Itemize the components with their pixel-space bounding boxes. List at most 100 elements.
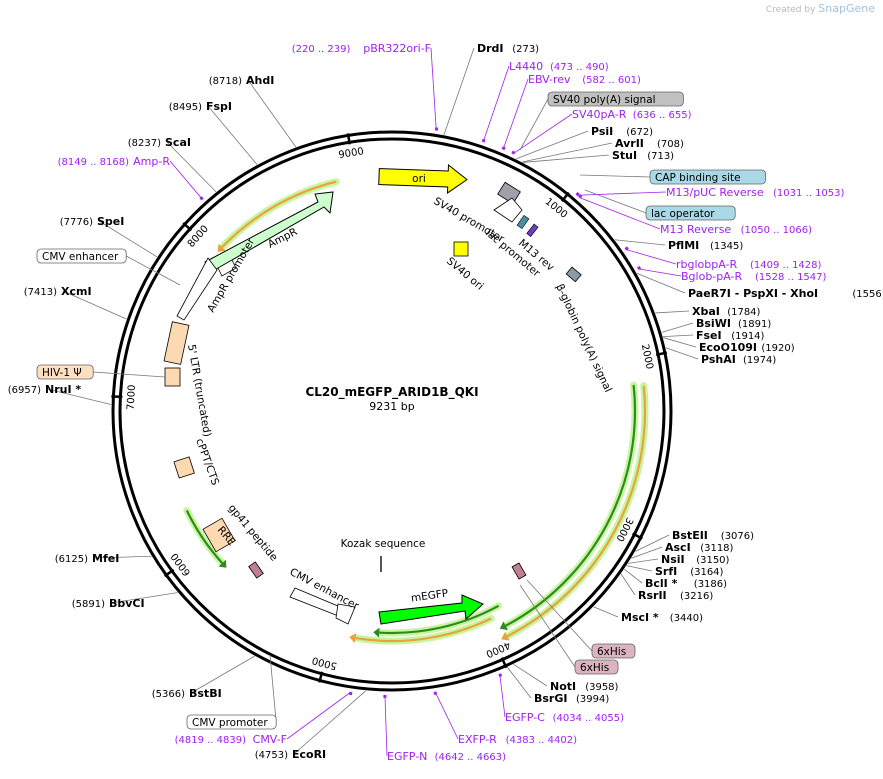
leader-primer-1 <box>483 66 509 142</box>
leader-primer-3 <box>513 114 572 154</box>
site-name-28: FspI <box>206 100 232 113</box>
leader-site-6 <box>655 311 689 313</box>
leader-site-8 <box>663 335 693 337</box>
primer-name-10: EGFP-N <box>387 750 427 763</box>
sv40-ori-label: SV40 ori <box>444 255 486 293</box>
site-label-23: (6125)MfeI <box>55 552 120 565</box>
site-position-12: (3118) <box>700 543 733 554</box>
site-label-28: (8495) FspI <box>169 100 232 113</box>
primer-label-3: SV40pA-R(636 .. 655) <box>572 108 692 121</box>
site-name-0: DrdI <box>477 42 504 55</box>
primer-name-9: EXFP-R <box>458 733 497 746</box>
site-name-24: NruI * <box>45 383 81 396</box>
site-label-10: PshAI(1974) <box>701 353 776 366</box>
site-label-16: RsrII(3216) <box>638 589 713 602</box>
site-position-28: (8495) <box>169 102 202 113</box>
site-position-7: (1891) <box>738 319 771 330</box>
site-name-19: BsrGI <box>534 692 567 705</box>
leader-site-20 <box>294 691 366 754</box>
primer-label-9: EXFP-R(4383 .. 4402) <box>458 733 577 746</box>
tick-mark-9000 <box>348 133 350 144</box>
bglobin-box <box>566 267 581 282</box>
site-label-0: DrdI(273) <box>477 42 539 55</box>
primer-label-8: EGFP-C (4034 .. 4055) <box>505 711 624 724</box>
tick-label-9000: 9000 <box>338 146 365 161</box>
site-position-21: (5366) <box>152 689 185 700</box>
site-name-21: BstBI <box>189 687 222 700</box>
site-position-15: (3186) <box>694 579 727 590</box>
credit-text: Created by <box>766 5 816 15</box>
site-label-27: (8237)ScaI <box>128 136 191 149</box>
boxed-label-text-5: CMV promoter <box>192 717 268 729</box>
leader-box-1 <box>580 175 650 177</box>
primer-name-12: Amp-R <box>133 155 170 168</box>
site-position-14: (3164) <box>690 567 723 578</box>
leader-site-18 <box>514 664 547 686</box>
site-label-25: (7413)XcmI <box>24 285 92 298</box>
primer-range-3: (636 .. 655) <box>633 110 692 121</box>
leader-primer-12 <box>170 161 203 199</box>
bglobin-label: β-globin poly(A) signal <box>553 282 614 394</box>
boxed-label-text-6: CMV enhancer <box>42 251 119 263</box>
boxed-label-text-7: HIV-1 Ψ <box>42 367 82 379</box>
site-name-1: PsiI <box>591 125 613 138</box>
leader-site-4 <box>615 240 665 245</box>
boxed-label-6: CMV enhancer <box>37 249 126 263</box>
map-length: 9231 bp <box>369 400 414 413</box>
primer-mark-8 <box>500 674 501 677</box>
leader-site-27 <box>167 142 216 192</box>
site-position-16: (3216) <box>680 591 713 602</box>
site-position-18: (3958) <box>585 682 618 693</box>
site-label-4: PflMI(1345) <box>668 239 743 252</box>
primer-name-0: pBR322ori-F <box>363 42 431 55</box>
primer-name-4: M13/pUC Reverse <box>666 186 764 199</box>
site-label-29: (8718)AhdI <box>209 74 275 87</box>
leader-site-17 <box>594 607 618 617</box>
site-name-3: StuI <box>612 149 637 162</box>
map-title: CL20_mEGFP_ARID1B_QKI <box>305 385 478 400</box>
site-position-17: (3440) <box>670 613 703 624</box>
megfp-green-arc-head <box>373 628 379 638</box>
megfp-label: mEGFP <box>410 587 449 604</box>
primer-name-8: EGFP-C <box>505 711 545 724</box>
site-name-22: BbvCI <box>109 597 145 610</box>
primer-label-4: M13/pUC Reverse(1031 .. 1053) <box>666 186 845 199</box>
gp41-label: gp41 peptide <box>226 502 280 563</box>
site-position-11: (3076) <box>721 531 754 542</box>
site-position-20: (4753) <box>255 750 288 761</box>
tick-mark-7000 <box>111 396 122 397</box>
leader-site-19 <box>507 667 531 698</box>
primer-range-0: (220 .. 239) <box>292 44 351 55</box>
primer-range-12: (8149 .. 8168) <box>58 157 130 168</box>
primer-mark-3 <box>513 151 514 154</box>
site-label-26: (7776)SpeI <box>60 215 125 228</box>
leader-site-16 <box>621 574 635 595</box>
hiv-psi-box <box>165 368 180 386</box>
site-position-26: (7776) <box>60 217 93 228</box>
boxed-label-0: SV40 poly(A) signal <box>548 92 683 106</box>
primer-name-1: L4440 <box>509 60 543 73</box>
cppt-label: cPPT/CTS <box>193 437 221 487</box>
primer-mark-4 <box>577 193 579 195</box>
primer-label-1: L4440(473 .. 490) <box>509 60 609 73</box>
leader-site-1 <box>516 131 588 159</box>
site-name-10: PshAI <box>701 353 736 366</box>
site-name-29: AhdI <box>246 74 274 87</box>
leader-site-2 <box>522 143 612 162</box>
primer-mark-1 <box>483 139 484 142</box>
primer-mark-6 <box>625 248 627 250</box>
site-position-23: (6125) <box>55 554 88 565</box>
site-position-19: (3994) <box>576 694 609 705</box>
leader-primer-0 <box>431 48 436 130</box>
primer-label-11: CMV-F(4819 .. 4839) <box>175 733 287 746</box>
primer-mark-12 <box>201 197 203 199</box>
site-position-25: (7413) <box>24 287 57 298</box>
site-position-6: (1784) <box>727 307 760 318</box>
boxed-label-7: HIV-1 Ψ <box>37 365 93 379</box>
primer-label-0: pBR322ori-F (220 .. 239) <box>292 42 431 55</box>
boxed-label-4: 6xHis <box>575 660 618 674</box>
gp41-box <box>249 562 264 578</box>
primer-range-8: (4034 .. 4055) <box>553 713 625 724</box>
